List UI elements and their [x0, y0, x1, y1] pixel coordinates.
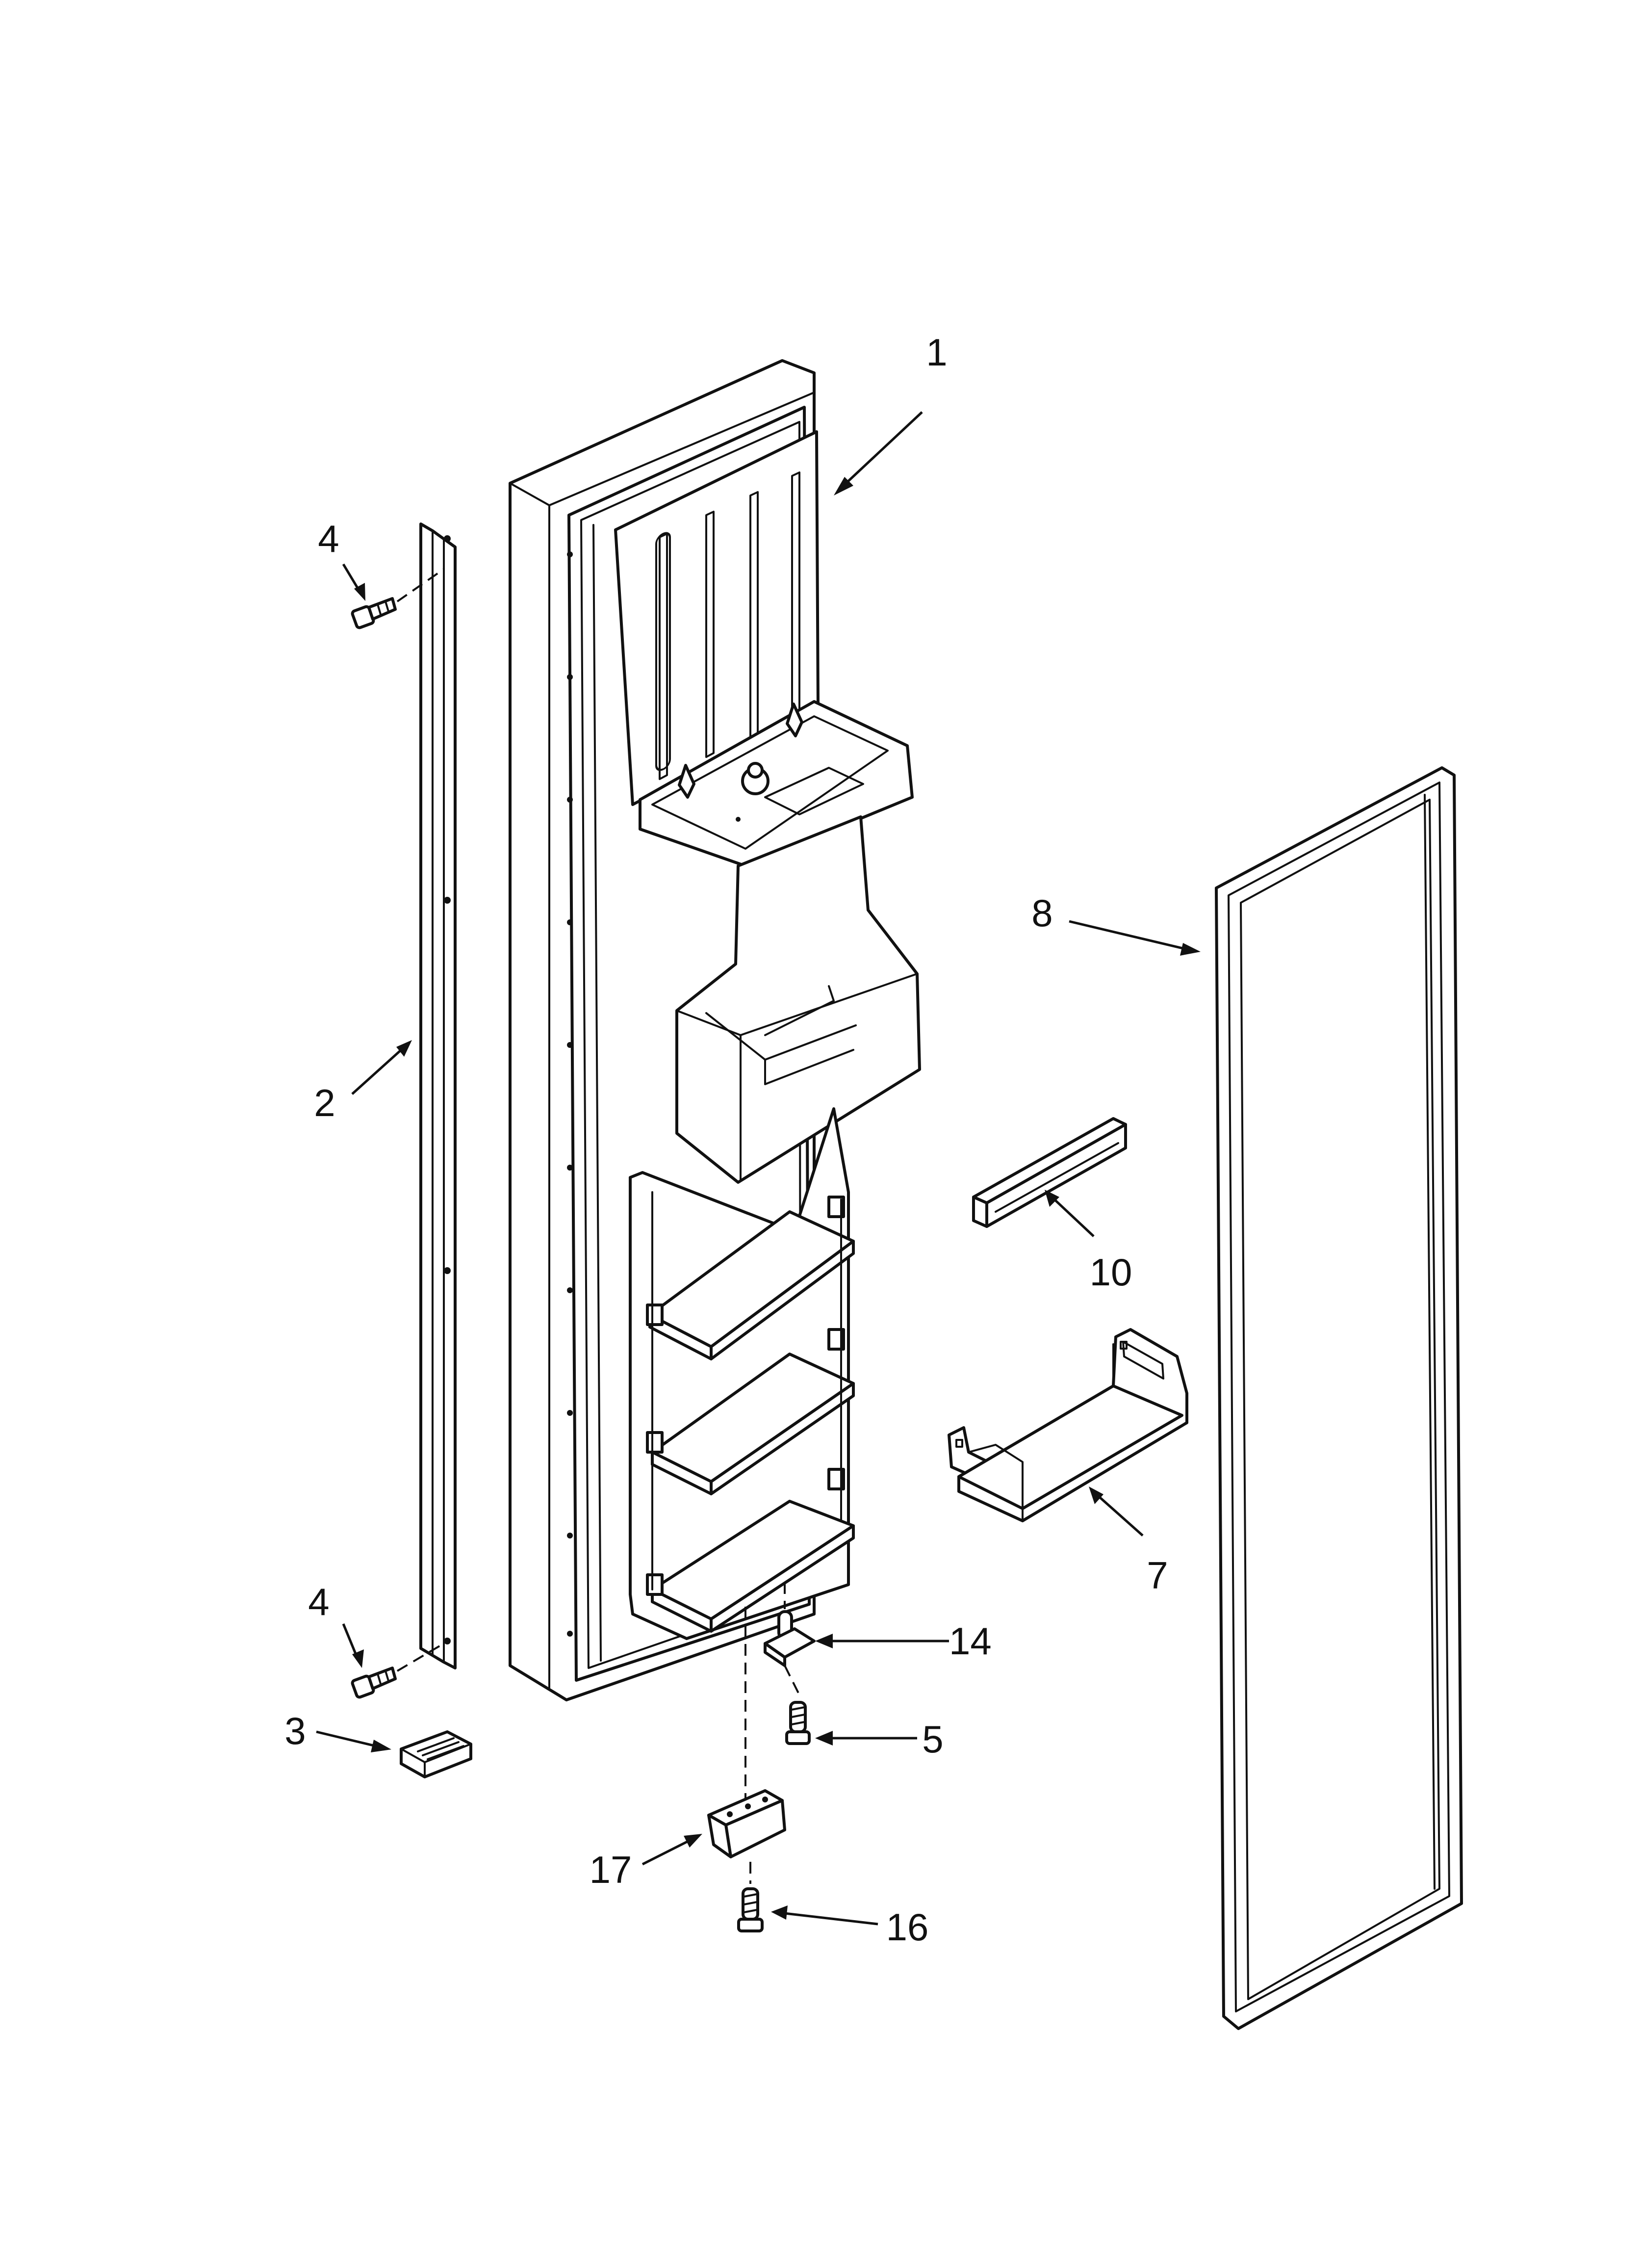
callout-1: 1 [926, 331, 947, 374]
part-14-hinge-pin [764, 1582, 816, 1695]
callout-4-bottom: 4 [308, 1580, 329, 1623]
callout-2: 2 [314, 1081, 335, 1124]
part-17-hinge-plate [707, 1607, 786, 1884]
callout-7: 7 [1147, 1554, 1168, 1597]
callout-3: 3 [284, 1709, 306, 1752]
part-16-screw [737, 1887, 764, 1932]
callout-labels: 1 4 2 8 10 7 4 14 3 5 17 16 [284, 331, 1168, 1949]
part-4-screw-top [351, 568, 445, 629]
part-5-screw [785, 1701, 811, 1745]
part-3-cap [400, 1730, 472, 1778]
part-2-trim-strip [419, 522, 457, 1669]
part-1-door-liner [509, 359, 921, 1701]
door-shelf-upper [646, 1196, 855, 1360]
door-shelf-lower [646, 1468, 855, 1633]
callout-4-top: 4 [318, 517, 339, 560]
part-10-rail [972, 1117, 1127, 1228]
part-8-door-gasket [1215, 766, 1463, 2030]
part-4-screw-bottom [351, 1642, 445, 1699]
callout-16: 16 [886, 1905, 929, 1949]
callout-8: 8 [1031, 891, 1052, 935]
leader-lines [316, 411, 1201, 1926]
callout-17: 17 [590, 1848, 632, 1891]
part-7-door-bin [948, 1328, 1188, 1522]
callout-14: 14 [949, 1619, 992, 1663]
callout-5: 5 [922, 1718, 943, 1761]
callout-10: 10 [1090, 1251, 1132, 1294]
